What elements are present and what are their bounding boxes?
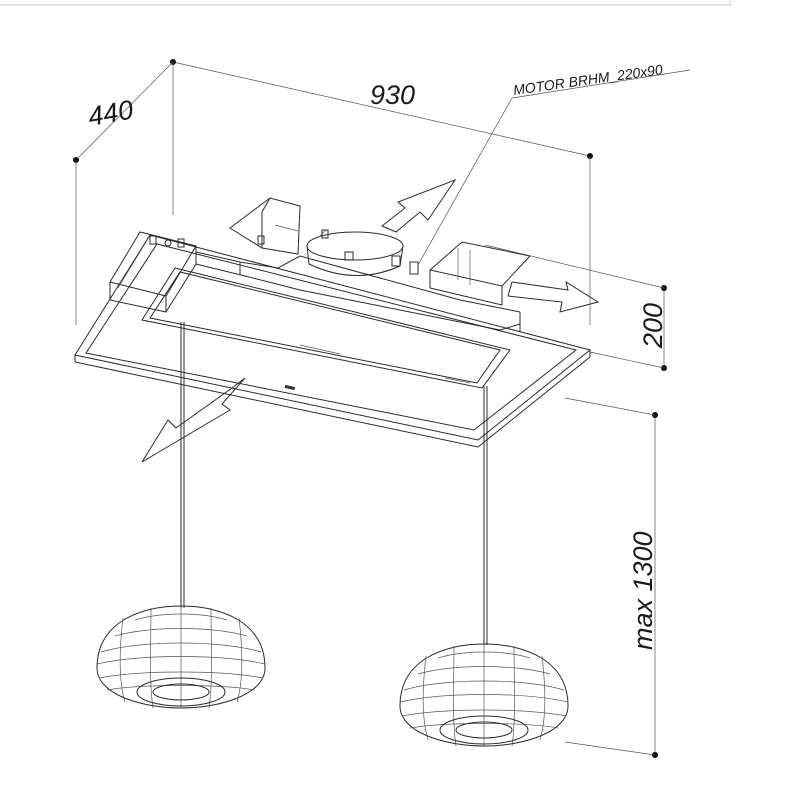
airflow-arrow-up <box>381 178 457 233</box>
dimension-200: 200 <box>484 244 668 371</box>
pendant-lamp-right <box>399 643 569 747</box>
airflow-arrow-down <box>141 377 246 463</box>
dimension-440: 440 <box>73 61 174 163</box>
dimension-max-1300-label: max 1300 <box>628 531 658 650</box>
motor-label: MOTOR BRHM_220x90 <box>512 61 664 98</box>
suspension-cables <box>180 322 488 645</box>
airflow-arrow-right <box>507 280 600 313</box>
hood-body <box>74 197 592 448</box>
dimension-440-label: 440 <box>86 95 136 132</box>
dimension-930-label: 930 <box>370 80 415 110</box>
dimension-max-1300: max 1300 <box>564 397 658 758</box>
motor-annotation: MOTOR BRHM_220x90 <box>417 61 691 266</box>
pendant-lamp-left <box>96 605 266 709</box>
dimension-930: 930 <box>170 59 593 159</box>
dimension-200-label: 200 <box>638 303 668 349</box>
